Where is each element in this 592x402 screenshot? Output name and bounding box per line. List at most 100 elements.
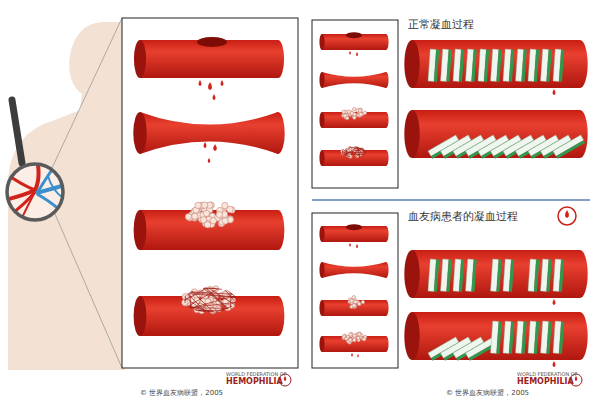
blood-drop xyxy=(351,353,353,357)
magnifier-handle xyxy=(12,100,22,163)
platelet xyxy=(204,221,210,227)
vessel-end xyxy=(272,210,285,250)
vessel-opening xyxy=(404,40,419,88)
fibrin-strand xyxy=(185,297,206,312)
fibrin-strand xyxy=(209,288,222,289)
tile-side xyxy=(521,49,526,81)
blood-drop xyxy=(213,144,217,151)
blood-drop xyxy=(221,80,224,86)
tile-side xyxy=(509,321,514,353)
platelet xyxy=(349,333,352,336)
platelet xyxy=(347,110,351,114)
tile-side xyxy=(546,49,551,81)
platelet xyxy=(358,109,362,113)
blood-drop xyxy=(208,158,211,163)
platelet xyxy=(357,302,361,306)
platelet xyxy=(356,336,359,339)
blood-drop xyxy=(565,210,569,218)
tile-side xyxy=(434,49,439,81)
zoom-line xyxy=(55,214,122,368)
platelet xyxy=(363,337,366,340)
platelet xyxy=(343,114,347,118)
fibrin-strand xyxy=(357,147,359,156)
platelet xyxy=(195,202,201,208)
section-divider xyxy=(312,199,590,201)
platelet xyxy=(352,107,356,111)
clotting-factor-tile xyxy=(553,321,564,354)
tile-side xyxy=(556,140,585,159)
blood-drop xyxy=(357,354,359,357)
vessel-opening xyxy=(134,210,147,250)
platelet xyxy=(201,202,207,208)
vessel-opening xyxy=(404,250,419,298)
panel-frame xyxy=(312,213,398,368)
cascade-vessel xyxy=(404,250,587,305)
cascade-vessel xyxy=(404,40,587,95)
lens-rim xyxy=(7,164,63,220)
platelet xyxy=(203,210,209,216)
clotting-factor-tile xyxy=(453,259,464,292)
platelet xyxy=(210,218,216,224)
tile-side xyxy=(534,259,539,291)
platelet xyxy=(216,211,222,217)
clotting-factor-tile xyxy=(553,259,564,292)
section-title: 正常凝血过程 xyxy=(408,19,474,30)
constricted-vessel xyxy=(322,262,386,278)
vessel-end xyxy=(383,112,388,128)
vessel-body xyxy=(412,312,580,360)
clotting-factor-tile xyxy=(441,259,452,292)
fibrin-strand xyxy=(189,292,191,308)
vessel-body xyxy=(140,210,278,250)
vessel-end xyxy=(272,296,285,336)
vessel-cut xyxy=(346,224,362,230)
vessel-opening xyxy=(319,34,324,50)
platelet xyxy=(342,110,346,114)
vessel-opening xyxy=(133,112,146,154)
cascade-vessel xyxy=(404,110,587,159)
platelet xyxy=(352,304,356,308)
clotting-factor-tile xyxy=(541,321,552,354)
vessel-cut xyxy=(197,37,227,47)
bleeding-icon xyxy=(558,207,576,225)
platelet xyxy=(358,333,361,336)
stage-panel xyxy=(312,20,398,188)
vessel-end xyxy=(383,150,388,166)
platelet xyxy=(353,338,356,341)
fibrin-strand xyxy=(230,293,231,307)
vessel-body xyxy=(140,296,278,336)
vessel-end xyxy=(383,226,388,242)
vessel-end xyxy=(383,300,388,316)
fibrin-strand xyxy=(185,295,187,297)
platelet xyxy=(192,213,198,219)
clotting-factor-tile xyxy=(491,321,502,354)
fibrin-strand xyxy=(343,154,364,155)
fibrin-strand xyxy=(203,288,227,308)
tile-side xyxy=(471,49,476,81)
clotting-factor-tile xyxy=(553,135,585,159)
clotting-factor-tile xyxy=(516,49,527,82)
icon-ring xyxy=(558,207,576,225)
logo-name: HEMOPHILIA xyxy=(517,378,574,386)
panel-frame xyxy=(312,20,398,188)
platelet xyxy=(349,338,352,341)
vessel-opening xyxy=(319,112,324,128)
fibrin-strand xyxy=(196,310,197,311)
lens-vessels xyxy=(5,165,65,222)
platelet xyxy=(353,338,356,341)
fibrin-strand xyxy=(356,150,365,157)
tile-side xyxy=(509,259,514,291)
tile-side xyxy=(509,49,514,81)
clotting-factor-tile xyxy=(516,321,527,354)
vessel-body xyxy=(412,40,580,88)
vessel-end xyxy=(383,336,388,352)
clotting-factor-tile xyxy=(466,49,477,82)
fibrin-strand xyxy=(191,296,235,308)
blood-drop xyxy=(199,80,202,86)
tile-side xyxy=(559,321,564,353)
section-title: 血友病患者的凝血过程 xyxy=(408,211,518,222)
tile-side xyxy=(459,259,464,291)
tile-side xyxy=(546,259,551,291)
fibrin-strand xyxy=(190,307,229,309)
